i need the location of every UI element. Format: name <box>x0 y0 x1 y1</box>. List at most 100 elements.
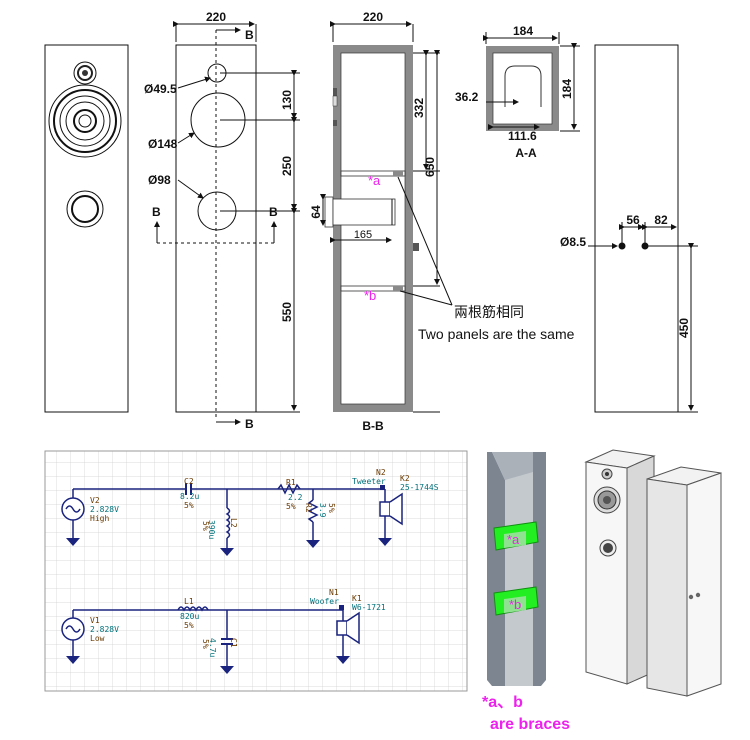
tweeter-outer <box>73 61 97 85</box>
n2-label: Tweeter <box>352 477 386 486</box>
rear-hole-label: Ø8.5 <box>560 235 586 249</box>
c1-name: C1 <box>229 638 238 648</box>
aa-inner <box>492 52 553 125</box>
rear-cabinet-back <box>686 472 722 697</box>
dim-550: 550 <box>280 302 294 322</box>
aa-width-label: 184 <box>513 24 533 38</box>
dim-130: 130 <box>280 90 294 110</box>
l1-tol: 5% <box>184 621 194 630</box>
port-tube <box>332 198 396 226</box>
c1-value: 4.7u <box>208 638 217 657</box>
inductor-l1 <box>177 606 209 612</box>
midwoofer-cone-inner <box>65 101 105 141</box>
render-brace-a-label: *a <box>507 532 520 547</box>
schematic-grid <box>44 450 468 692</box>
section-width-label: 220 <box>363 10 383 24</box>
dim-650: 650 <box>423 157 437 177</box>
speaker-render-3d <box>584 449 722 697</box>
n2-name: N2 <box>376 468 386 477</box>
r2-name: R2 <box>304 503 313 513</box>
c2-tol: 5% <box>184 501 194 510</box>
inductor-l2 <box>225 507 231 539</box>
aa-dim-36: 36.2 <box>455 90 479 104</box>
aa-dim-111: 111.6 <box>508 129 537 143</box>
resistor-r1 <box>277 483 301 495</box>
section-marker-top: B <box>245 28 254 42</box>
k1-model: W6-1721 <box>352 603 386 612</box>
front-view <box>44 44 129 413</box>
l1-value: 820u <box>180 612 199 621</box>
mid-hole-label: Ø148 <box>148 137 178 151</box>
rear-dim-82: 82 <box>654 213 668 227</box>
rear-cabinet-side <box>646 478 688 697</box>
v1-value: 2.828V <box>90 625 119 634</box>
terminal-hole-1 <box>618 242 626 250</box>
woofer-hole-label: Ø98 <box>148 173 171 187</box>
low-pass-circuit: V1 2.828V Low L1 820u 5% C1 4.7u 5% N1 W… <box>61 588 386 674</box>
aa-height-label: 184 <box>560 79 574 99</box>
tweeter-center <box>82 70 88 76</box>
l1-name: L1 <box>184 597 194 606</box>
n1-name: N1 <box>329 588 339 597</box>
render-brace-b-label: *b <box>509 597 521 612</box>
resistor-r2 <box>307 499 319 523</box>
render-right-wall <box>533 452 546 686</box>
woofer-symbol <box>336 620 348 636</box>
midwoofer-dustcap <box>73 109 97 133</box>
terminal-hole-2 <box>641 242 649 250</box>
section-marker-right: B <box>269 205 278 219</box>
midwoofer-pole <box>78 114 92 128</box>
port-flange <box>324 196 334 228</box>
r2-value: 3.9 <box>318 503 327 518</box>
leader-b <box>399 290 453 306</box>
tweeter-hole-label: Ø49.5 <box>144 82 177 96</box>
r1-tol: 5% <box>286 502 296 511</box>
render-left-wall <box>487 452 505 686</box>
midwoofer-cone <box>59 95 111 147</box>
leader-a <box>397 176 453 306</box>
dim-250: 250 <box>280 156 294 176</box>
front-panel-outline <box>44 44 129 413</box>
high-pass-circuit: V2 2.828V High C2 8.2u 5% L2 390u 5% R1 … <box>61 468 439 556</box>
width-label: 220 <box>206 10 226 24</box>
c2-name: C2 <box>184 477 194 486</box>
tweeter-dome <box>77 65 93 81</box>
v1-label: Low <box>90 634 105 643</box>
hole-layout-view: 220 B B Ø49.5 Ø148 Ø98 130 250 550 B B <box>144 10 300 431</box>
midwoofer-frame <box>48 84 122 158</box>
n1-label: Woofer <box>310 597 339 606</box>
brace-a <box>340 170 406 177</box>
brace-b-label: *b <box>364 288 376 303</box>
port-height-label: 64 <box>309 205 323 219</box>
render-terminal-2 <box>695 592 701 598</box>
section-bb-title: B-B <box>362 419 384 433</box>
render-caption-1: *a、b <box>482 694 523 711</box>
c1-tol: 5% <box>201 639 210 649</box>
brace-b <box>340 285 406 292</box>
render-caption-2: are braces <box>490 716 570 733</box>
brace-a-label: *a <box>368 173 381 188</box>
dim-332: 332 <box>412 98 426 118</box>
port-outer <box>66 190 104 228</box>
rear-dim-56: 56 <box>626 213 640 227</box>
l2-tol: 5% <box>201 521 210 531</box>
k2-model: 25-1744S <box>400 483 439 492</box>
k2-name: K2 <box>400 474 410 483</box>
v1-name: V1 <box>90 616 100 625</box>
r1-name: R1 <box>286 478 296 487</box>
note-chinese: 兩根筋相同 <box>454 304 524 320</box>
note-english: Two panels are the same <box>418 326 575 342</box>
rear-panel-outline <box>594 44 679 413</box>
cabinet-cavity <box>340 52 406 405</box>
section-marker-left: B <box>152 205 161 219</box>
aa-title: A-A <box>515 146 537 160</box>
c2-value: 8.2u <box>180 492 199 501</box>
crossover-schematic: V2 2.828V High C2 8.2u 5% L2 390u 5% R1 … <box>44 450 468 692</box>
aa-brace-cutout <box>504 65 542 107</box>
rear-dim-450: 450 <box>677 318 691 338</box>
r1-value: 2.2 <box>288 493 303 502</box>
port-length-label: 165 <box>354 229 372 241</box>
v2-name: V2 <box>90 496 100 505</box>
